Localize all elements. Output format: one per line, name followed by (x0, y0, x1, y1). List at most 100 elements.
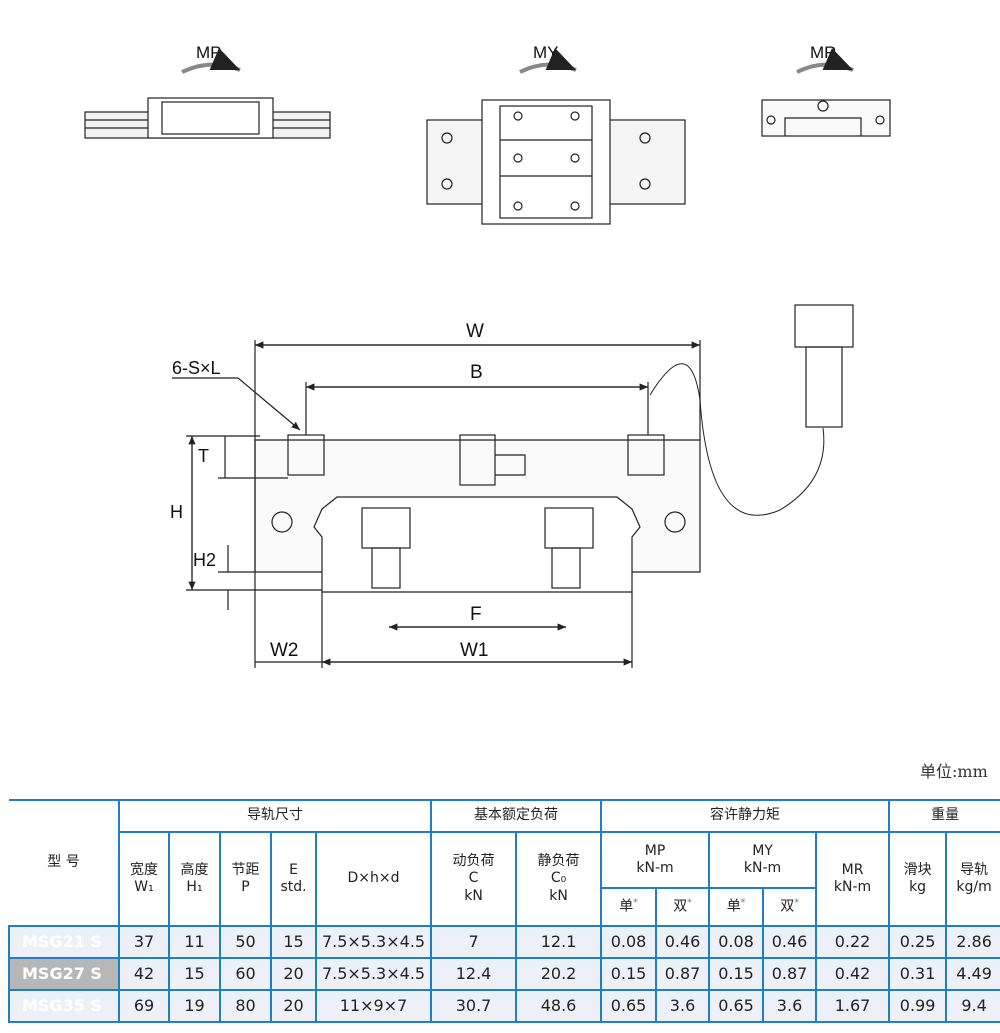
table-cell: 0.65 (600, 989, 658, 1023)
table-cell: 30.7 (430, 989, 518, 1023)
table-cell: * (687, 897, 692, 908)
table-cell: 0.42 (815, 957, 891, 991)
dim-h: H (170, 502, 183, 522)
table-cell: W₁ (134, 879, 154, 895)
table-cell: H₁ (186, 879, 203, 895)
table-cell: MSG35 S (8, 989, 120, 1023)
table-cell: 静负荷 (537, 852, 580, 869)
table-cell: 42 (118, 957, 170, 991)
table-cell: 3.6 (762, 989, 818, 1023)
table-cell: MP (644, 842, 666, 859)
dim-w: W (466, 321, 484, 342)
yaw-moment-view: MY (426, 43, 686, 225)
table-cell: 0.87 (655, 957, 711, 991)
table-cell: 37 (118, 925, 170, 959)
table-cell: E (289, 861, 298, 878)
table-cell: 11 (168, 925, 221, 959)
table-cell: 0.99 (888, 989, 948, 1023)
table-cell: 0.46 (762, 925, 818, 959)
table-cell: kg (909, 879, 927, 895)
table-cell: 0.25 (888, 925, 948, 959)
table-cell: kg/m (956, 879, 992, 895)
header-moment: 容许静力矩 (600, 799, 891, 833)
roll-moment-view: MR (761, 43, 891, 137)
table-cell: 2.86 (945, 925, 1000, 959)
table-cell: 60 (219, 957, 272, 991)
mr-label: MR (810, 43, 836, 62)
table-cell: 动负荷 (452, 852, 495, 869)
table-cell: 12.4 (430, 957, 518, 991)
table-cell: * (794, 897, 799, 908)
table-cell: 11×9×7 (314, 989, 433, 1023)
table-cell: 20.2 (515, 957, 603, 991)
header-rail-dims: 导轨尺寸 (117, 799, 433, 833)
table-cell: * (740, 897, 746, 908)
table-cell: kN (549, 887, 568, 904)
table-cell: 双 (673, 898, 688, 915)
table-cell: 48.6 (515, 989, 603, 1023)
table-cell: 4.49 (945, 957, 1000, 991)
header-model: 型 号 (9, 799, 120, 927)
table-cell: 高度 (180, 861, 209, 878)
table-cell: 1.67 (815, 989, 891, 1023)
table-cell: kN-m (833, 879, 872, 895)
table-cell: MSG27 S (8, 957, 120, 991)
mp-label: MP (196, 43, 222, 62)
table-cell: 0.87 (762, 957, 818, 991)
table-cell: 12.1 (515, 925, 603, 959)
table-cell: 19 (168, 989, 221, 1023)
table-cell: 0.08 (600, 925, 658, 959)
table-cell: 15 (168, 957, 221, 991)
table-cell: 7.5×5.3×4.5 (314, 925, 433, 959)
header-my-single: 单* (708, 887, 765, 927)
header-mp-double: 双* (655, 887, 711, 927)
table-cell: 宽度 (130, 861, 158, 878)
table-cell: 0.15 (708, 957, 765, 991)
header-dhd: D×h×d (314, 831, 433, 927)
table-cell: 0.15 (600, 957, 658, 991)
table-cell: 20 (270, 957, 317, 991)
table-cell: 15 (270, 925, 317, 959)
table-cell: 滑块 (903, 861, 932, 878)
table-cell: kN-m (636, 860, 674, 876)
table-cell: 导轨 (960, 861, 989, 878)
table-cell: 20 (270, 989, 317, 1023)
table-cell: MSG21 S (8, 925, 120, 959)
table-cell: C₀ (550, 870, 567, 887)
table-cell: 0.22 (815, 925, 891, 959)
dim-f: F (470, 604, 482, 625)
header-weight: 重量 (888, 799, 1000, 833)
table-cell: 7 (430, 925, 518, 959)
table-cell: 0.08 (708, 925, 765, 959)
table-cell: kN (464, 887, 483, 904)
header-mp-single: 单* (600, 887, 658, 927)
table-cell: 7.5×5.3×4.5 (314, 957, 433, 991)
table-cell: 节距 (231, 861, 260, 878)
table-cell: 单 (619, 898, 634, 915)
dim-h2: H2 (193, 550, 216, 570)
table-cell: 3.6 (655, 989, 711, 1023)
table-cell: 0.65 (708, 989, 765, 1023)
table-cell: 0.46 (655, 925, 711, 959)
unit-label: 单位:mm (920, 762, 988, 781)
header-my-double: 双* (762, 887, 818, 927)
technical-drawing: MP MY MR W B 6-S×L T H H2 F W2 W1 (84, 43, 891, 668)
table-cell: 9.4 (945, 989, 1000, 1023)
table-cell: 0.31 (888, 957, 948, 991)
table-cell: 双 (780, 898, 795, 915)
table-cell: kN-m (743, 860, 782, 876)
dim-w2: W2 (270, 640, 299, 661)
table-cell: 50 (219, 925, 272, 959)
